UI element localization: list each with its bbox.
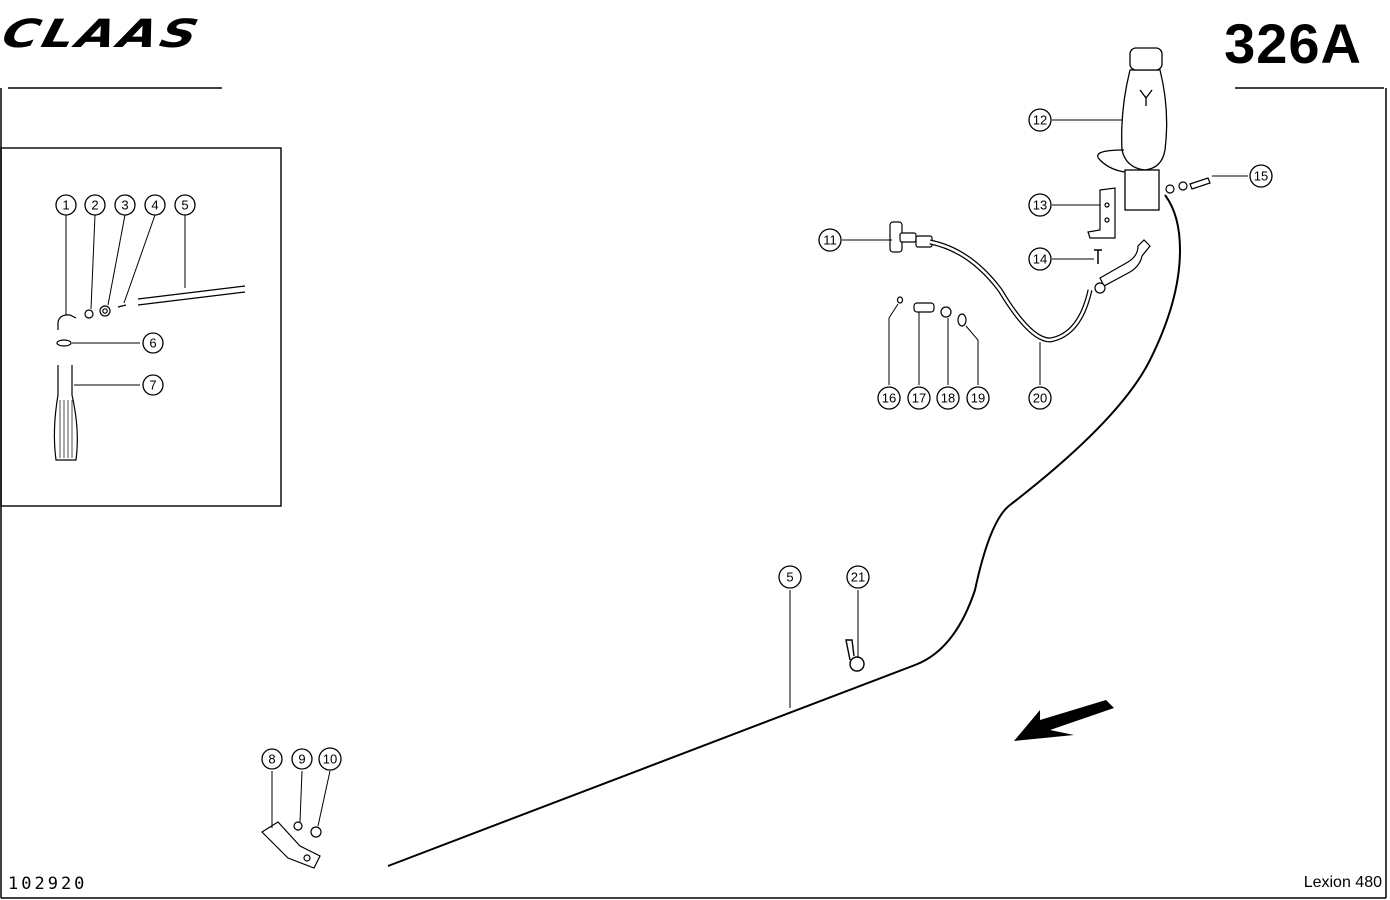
nut-10: [310, 826, 322, 838]
elbow-fitting-part: [57, 314, 77, 330]
callout-17: 17: [907, 386, 931, 410]
nut-hole: [102, 308, 108, 314]
callout-9: 9: [291, 748, 313, 770]
svg-text:13: 13: [1033, 198, 1047, 213]
inset-detail-box: [0, 147, 282, 507]
hose-elbow: [1094, 239, 1151, 294]
machine-model: Lexion 480: [1303, 874, 1382, 891]
callout-15: 15: [1249, 164, 1273, 188]
svg-text:18: 18: [941, 391, 955, 406]
connecting-hose-20-inner: [929, 240, 1092, 342]
document-number: 102920: [8, 874, 88, 894]
svg-text:12: 12: [1033, 113, 1047, 128]
callout-8: 8: [261, 748, 283, 770]
callout-16: 16: [877, 386, 901, 410]
bolt-15: [1165, 177, 1211, 194]
svg-text:5: 5: [786, 570, 793, 585]
callout-2: 2: [84, 194, 106, 216]
hose-clip-21: [845, 639, 865, 672]
reservoir-body: [1121, 69, 1168, 171]
leader-3: [107, 214, 126, 306]
part-18: [940, 306, 952, 318]
callout-5-main: 5: [778, 565, 802, 589]
callout-20: 20: [1028, 386, 1052, 410]
inset-parts: [53, 285, 246, 461]
connecting-hose-20: [929, 239, 1093, 343]
reservoir-mark: [1139, 89, 1153, 106]
direction-arrow: [1014, 700, 1114, 741]
svg-text:6: 6: [149, 336, 156, 351]
callout-18: 18: [936, 386, 960, 410]
washer-hose-line: [387, 194, 1182, 867]
svg-text:7: 7: [149, 378, 156, 393]
part-16: [896, 296, 904, 304]
callout-11: 11: [818, 228, 842, 252]
callout-13: 13: [1028, 193, 1052, 217]
callout-10: 10: [318, 747, 342, 771]
fitting-parts: [896, 296, 967, 327]
lower-bracket-8: [261, 821, 322, 869]
nut-part: [99, 305, 111, 317]
inset-hose-part: [137, 285, 246, 306]
svg-text:3: 3: [121, 198, 128, 213]
leader-2: [90, 214, 96, 310]
o-ring-part: [56, 339, 72, 347]
main-leaders: [271, 119, 1248, 828]
leader-10: [317, 770, 331, 827]
part-19: [957, 313, 967, 327]
screw-14: [1094, 249, 1102, 264]
page-number: 326A: [1224, 12, 1362, 75]
callout-5: 5: [174, 194, 196, 216]
svg-text:21: 21: [851, 570, 865, 585]
svg-text:8: 8: [268, 752, 275, 767]
leader-4: [123, 214, 156, 304]
svg-text:15: 15: [1254, 169, 1268, 184]
inset-leaders: [65, 214, 186, 386]
svg-text:17: 17: [912, 391, 926, 406]
svg-text:20: 20: [1033, 391, 1047, 406]
svg-text:1: 1: [62, 198, 69, 213]
svg-text:10: 10: [323, 752, 337, 767]
leader-16: [888, 303, 899, 385]
callout-21: 21: [846, 565, 870, 589]
callout-3: 3: [114, 194, 136, 216]
pin-part: [117, 304, 127, 308]
svg-text:4: 4: [151, 198, 158, 213]
callout-14: 14: [1028, 247, 1052, 271]
t-connector-11: [889, 221, 933, 253]
svg-text:16: 16: [882, 391, 896, 406]
svg-text:2: 2: [91, 198, 98, 213]
mounting-bracket-13: [1087, 187, 1116, 239]
svg-text:14: 14: [1033, 252, 1047, 267]
washer-part: [84, 309, 94, 319]
svg-text:5: 5: [181, 198, 188, 213]
washer-pump: [1124, 169, 1160, 211]
svg-text:9: 9: [298, 752, 305, 767]
pump-wire: [1097, 149, 1126, 173]
washer-fluid-reservoir: [1097, 47, 1168, 211]
callout-4: 4: [144, 194, 166, 216]
reservoir-cap: [1129, 47, 1163, 71]
callout-12: 12: [1028, 108, 1052, 132]
leader-19: [965, 325, 979, 385]
callout-19: 19: [966, 386, 990, 410]
callout-6: 6: [142, 332, 164, 354]
callout-7: 7: [142, 374, 164, 396]
washer-9: [293, 821, 303, 831]
filter-brush-part: [53, 394, 78, 461]
part-17: [913, 302, 935, 313]
callout-1: 1: [55, 194, 77, 216]
svg-text:11: 11: [823, 233, 837, 248]
svg-text:19: 19: [971, 391, 985, 406]
leader-9: [299, 770, 303, 823]
filter-tube-part: [57, 365, 73, 395]
filter-bristles: [59, 400, 73, 458]
